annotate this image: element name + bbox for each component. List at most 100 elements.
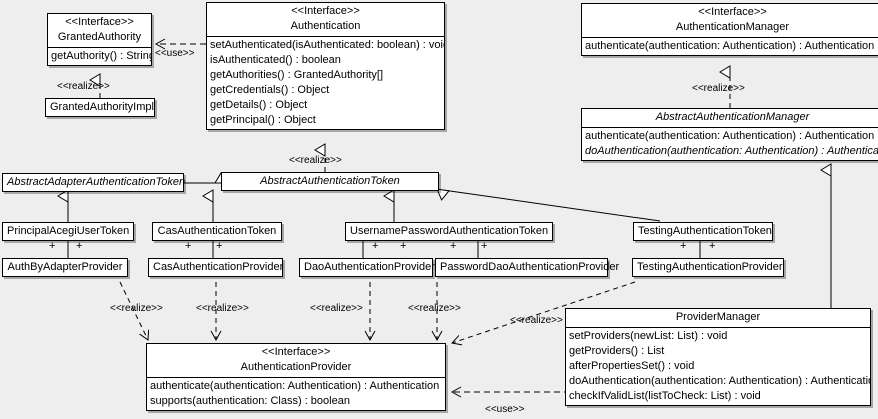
method-item: getAuthority() : String (51, 50, 151, 62)
label-realize-passworddaoauthenticationprovider: <<realize>> (408, 303, 461, 314)
class-header: AbstractAuthenticationToken (222, 173, 438, 190)
class-principal-acegi-user-token[interactable]: PrincipalAcegiUserToken (2, 222, 134, 241)
class-password-dao-authentication-provider[interactable]: PasswordDaoAuthenticationProvider (435, 258, 619, 277)
method-compartment: getAuthority() : String (48, 48, 151, 65)
label-realize-testingauthenticationprovider: <<realize>> (510, 315, 563, 326)
class-name: AbstractAdapterAuthenticationToken (7, 176, 186, 188)
method-compartment: setAuthenticated(isAuthenticated: boolea… (207, 37, 444, 129)
method-compartment: authenticate(authentication: Authenticat… (147, 378, 445, 410)
class-cas-authentication-token[interactable]: CasAuthenticationToken (152, 222, 282, 241)
assoc-marker-principalacegi-right: + (76, 240, 83, 252)
class-name: DaoAuthenticationProvider (304, 261, 435, 273)
class-name: CasAuthenticationProvider (153, 261, 284, 273)
class-header: <<Interface>> AuthenticationManager (582, 4, 878, 37)
assoc-marker-testing-left: + (680, 240, 687, 252)
class-header: UsernamePasswordAuthenticationToken (346, 223, 552, 240)
class-abstract-authentication-manager[interactable]: AbstractAuthenticationManager authentica… (581, 108, 878, 161)
method-compartment: authenticate(authentication: Authenticat… (582, 38, 878, 55)
stereotype-label: <<Interface>> (698, 6, 767, 18)
stereotype-label: <<Interface>> (291, 5, 360, 17)
assoc-marker-username-4: + (481, 240, 488, 252)
class-header: <<Interface>> GrantedAuthority (48, 14, 151, 47)
method-item: getPrincipal() : Object (210, 114, 316, 126)
class-abstract-adapter-authentication-token[interactable]: AbstractAdapterAuthenticationToken (2, 173, 186, 192)
method-item: setAuthenticated(isAuthenticated: boolea… (210, 39, 444, 51)
method-item: getProviders() : List (569, 345, 665, 357)
class-header: CasAuthenticationToken (153, 223, 281, 240)
method-item: authenticate(authentication: Authenticat… (585, 40, 875, 52)
class-header: DaoAuthenticationProvider (300, 259, 435, 276)
class-name: TestingAuthenticationProvider (637, 261, 783, 273)
class-header: PasswordDaoAuthenticationProvider (436, 259, 619, 276)
method-item: isAuthenticated() : boolean (210, 54, 341, 66)
method-item: authenticate(authentication: Authenticat… (585, 130, 875, 142)
method-item: getCredentials() : Object (210, 84, 330, 96)
label-realize-authbyadapterprovider: <<realize>> (110, 303, 163, 314)
class-name: ProviderManager (675, 311, 761, 323)
class-name: AuthByAdapterProvider (7, 261, 123, 273)
method-item: supports(authentication: Class) : boolea… (150, 395, 350, 407)
class-dao-authentication-provider[interactable]: DaoAuthenticationProvider (299, 258, 435, 277)
method-compartment: authenticate(authentication: Authenticat… (582, 128, 878, 160)
class-name: AuthenticationProvider (240, 361, 352, 373)
class-header: <<Interface>> Authentication (207, 3, 444, 36)
assoc-marker-username-2: + (400, 240, 407, 252)
class-cas-authentication-provider[interactable]: CasAuthenticationProvider (148, 258, 283, 277)
compartment-divider (147, 377, 445, 378)
compartment-divider (582, 127, 878, 128)
method-item: doAuthentication(authentication: Authent… (569, 375, 870, 387)
class-testing-authentication-token[interactable]: TestingAuthenticationToken (633, 222, 773, 241)
class-name: PrincipalAcegiUserToken (7, 225, 130, 237)
assoc-marker-username-3: + (450, 240, 457, 252)
class-auth-by-adapter-provider[interactable]: AuthByAdapterProvider (2, 258, 128, 277)
class-name: GrantedAuthorityImpl (50, 101, 154, 113)
class-header: CasAuthenticationProvider (149, 259, 284, 276)
assoc-marker-cas-right: + (216, 240, 223, 252)
class-header: TestingAuthenticationProvider (633, 259, 783, 276)
method-item: doAuthentication(authentication: Authent… (585, 145, 878, 157)
class-abstract-authentication-token[interactable]: AbstractAuthenticationToken (221, 172, 439, 191)
label-realize-daoauthenticationprovider: <<realize>> (310, 303, 363, 314)
class-header: ProviderManager (566, 309, 870, 327)
compartment-divider (582, 37, 878, 38)
class-authentication-provider[interactable]: <<Interface>> AuthenticationProvider aut… (146, 343, 446, 411)
method-item: setProviders(newList: List) : void (569, 330, 728, 342)
class-provider-manager[interactable]: ProviderManager setProviders(newList: Li… (565, 308, 871, 406)
edge-generalize-testingauthenticationtoken (436, 188, 661, 222)
class-name: CasAuthenticationToken (157, 225, 277, 237)
class-name: AuthenticationManager (675, 21, 790, 33)
class-header: AbstractAuthenticationManager (582, 109, 878, 127)
compartment-divider (207, 36, 444, 37)
class-authentication[interactable]: <<Interface>> Authentication setAuthenti… (206, 2, 445, 130)
method-item: afterPropertiesSet() : void (569, 360, 695, 372)
label-realize-abstractauthenticationmanager: <<realize>> (692, 83, 745, 94)
class-username-password-authentication-token[interactable]: UsernamePasswordAuthenticationToken (345, 222, 553, 241)
label-realize-abstractauthenticationtoken: <<realize>> (289, 155, 342, 166)
stereotype-label: <<Interface>> (261, 346, 331, 358)
class-authentication-manager[interactable]: <<Interface>> AuthenticationManager auth… (581, 3, 878, 56)
assoc-marker-testing-right: + (709, 240, 716, 252)
compartment-divider (48, 47, 151, 48)
class-header: GrantedAuthorityImpl (46, 99, 154, 116)
class-header: AbstractAdapterAuthenticationToken (3, 174, 186, 191)
method-item: getAuthorities() : GrantedAuthority[] (210, 69, 384, 81)
assoc-marker-username-1: + (372, 240, 379, 252)
label-use-authentication-grantedauthority: <<use>> (155, 48, 195, 59)
method-item: getDetails() : Object (210, 99, 308, 111)
class-granted-authority[interactable]: <<Interface>> GrantedAuthority getAuthor… (47, 13, 152, 66)
compartment-divider (566, 327, 870, 328)
class-name: UsernamePasswordAuthenticationToken (350, 225, 549, 237)
class-header: TestingAuthenticationToken (634, 223, 772, 240)
method-compartment: setProviders(newList: List) : void getPr… (566, 328, 870, 405)
assoc-marker-cas-left: + (185, 240, 192, 252)
class-testing-authentication-provider[interactable]: TestingAuthenticationProvider (632, 258, 784, 277)
assoc-marker-principalacegi-left: + (49, 240, 56, 252)
class-name: AbstractAuthenticationToken (260, 175, 400, 187)
label-realize-casauthenticationprovider: <<realize>> (196, 303, 249, 314)
method-item: checkIfValidList(listToCheck: List) : vo… (569, 390, 761, 402)
class-header: AuthByAdapterProvider (3, 259, 127, 276)
class-granted-authority-impl[interactable]: GrantedAuthorityImpl (45, 98, 155, 117)
class-name: TestingAuthenticationToken (638, 225, 772, 237)
class-name: GrantedAuthority (57, 31, 142, 43)
